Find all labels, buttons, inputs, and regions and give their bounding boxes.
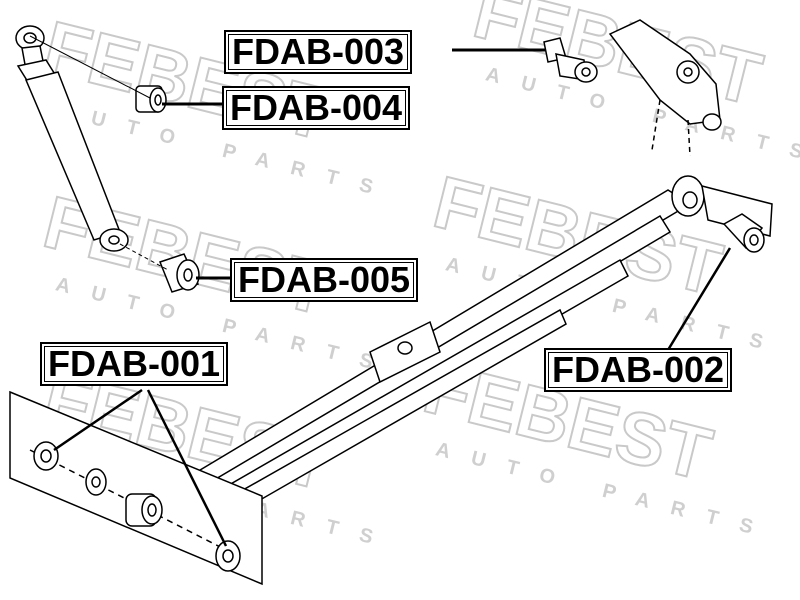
leader-fdab-001-b (146, 389, 228, 547)
bracket-plate (608, 19, 721, 125)
bracket-guide-line (687, 119, 691, 157)
leader-fdab-001-a (53, 388, 143, 452)
label-fdab-005: FDAB-005 (230, 258, 419, 302)
washer-hole (91, 476, 101, 488)
leaf-spring (149, 175, 773, 548)
shackle-bracket (608, 19, 722, 157)
shock-top-eye-hole (23, 32, 37, 44)
leader-dashed-005 (119, 243, 169, 271)
bushing-hole (183, 268, 193, 282)
label-fdab-004: FDAB-004 (222, 86, 411, 130)
label-fdab-003: FDAB-003 (224, 30, 413, 74)
bolt-fdab-003 (543, 37, 598, 83)
bushing-hole (222, 549, 234, 563)
bushing-hole (154, 94, 162, 106)
shock-absorber (15, 25, 129, 252)
center-bolt (397, 341, 413, 355)
leader-dashed-004 (29, 35, 151, 99)
bushing-fdab-005 (159, 253, 200, 293)
label-fdab-002: FDAB-002 (544, 348, 733, 392)
bushing-hole (749, 234, 759, 246)
bushing-fdab-004 (135, 85, 167, 113)
leader-fdab-002 (666, 247, 732, 351)
bushing-fdab-001-b (215, 540, 241, 572)
shock-bottom-eye-hole (108, 235, 120, 245)
spring-front-eye-hole (682, 191, 698, 209)
bolt-end-hole (581, 67, 591, 77)
bushing-hole (40, 449, 52, 463)
bracket-lower-eye (702, 113, 722, 131)
label-fdab-001: FDAB-001 (40, 342, 229, 386)
leader-lines (29, 35, 732, 547)
bracket-eye-hole (683, 67, 693, 77)
bushing-fdab-002 (722, 213, 765, 253)
washer (85, 468, 107, 496)
rear-eye-hole (147, 503, 157, 517)
bushing-fdab-001-a (33, 441, 59, 471)
spring-rear-eye (125, 493, 163, 527)
